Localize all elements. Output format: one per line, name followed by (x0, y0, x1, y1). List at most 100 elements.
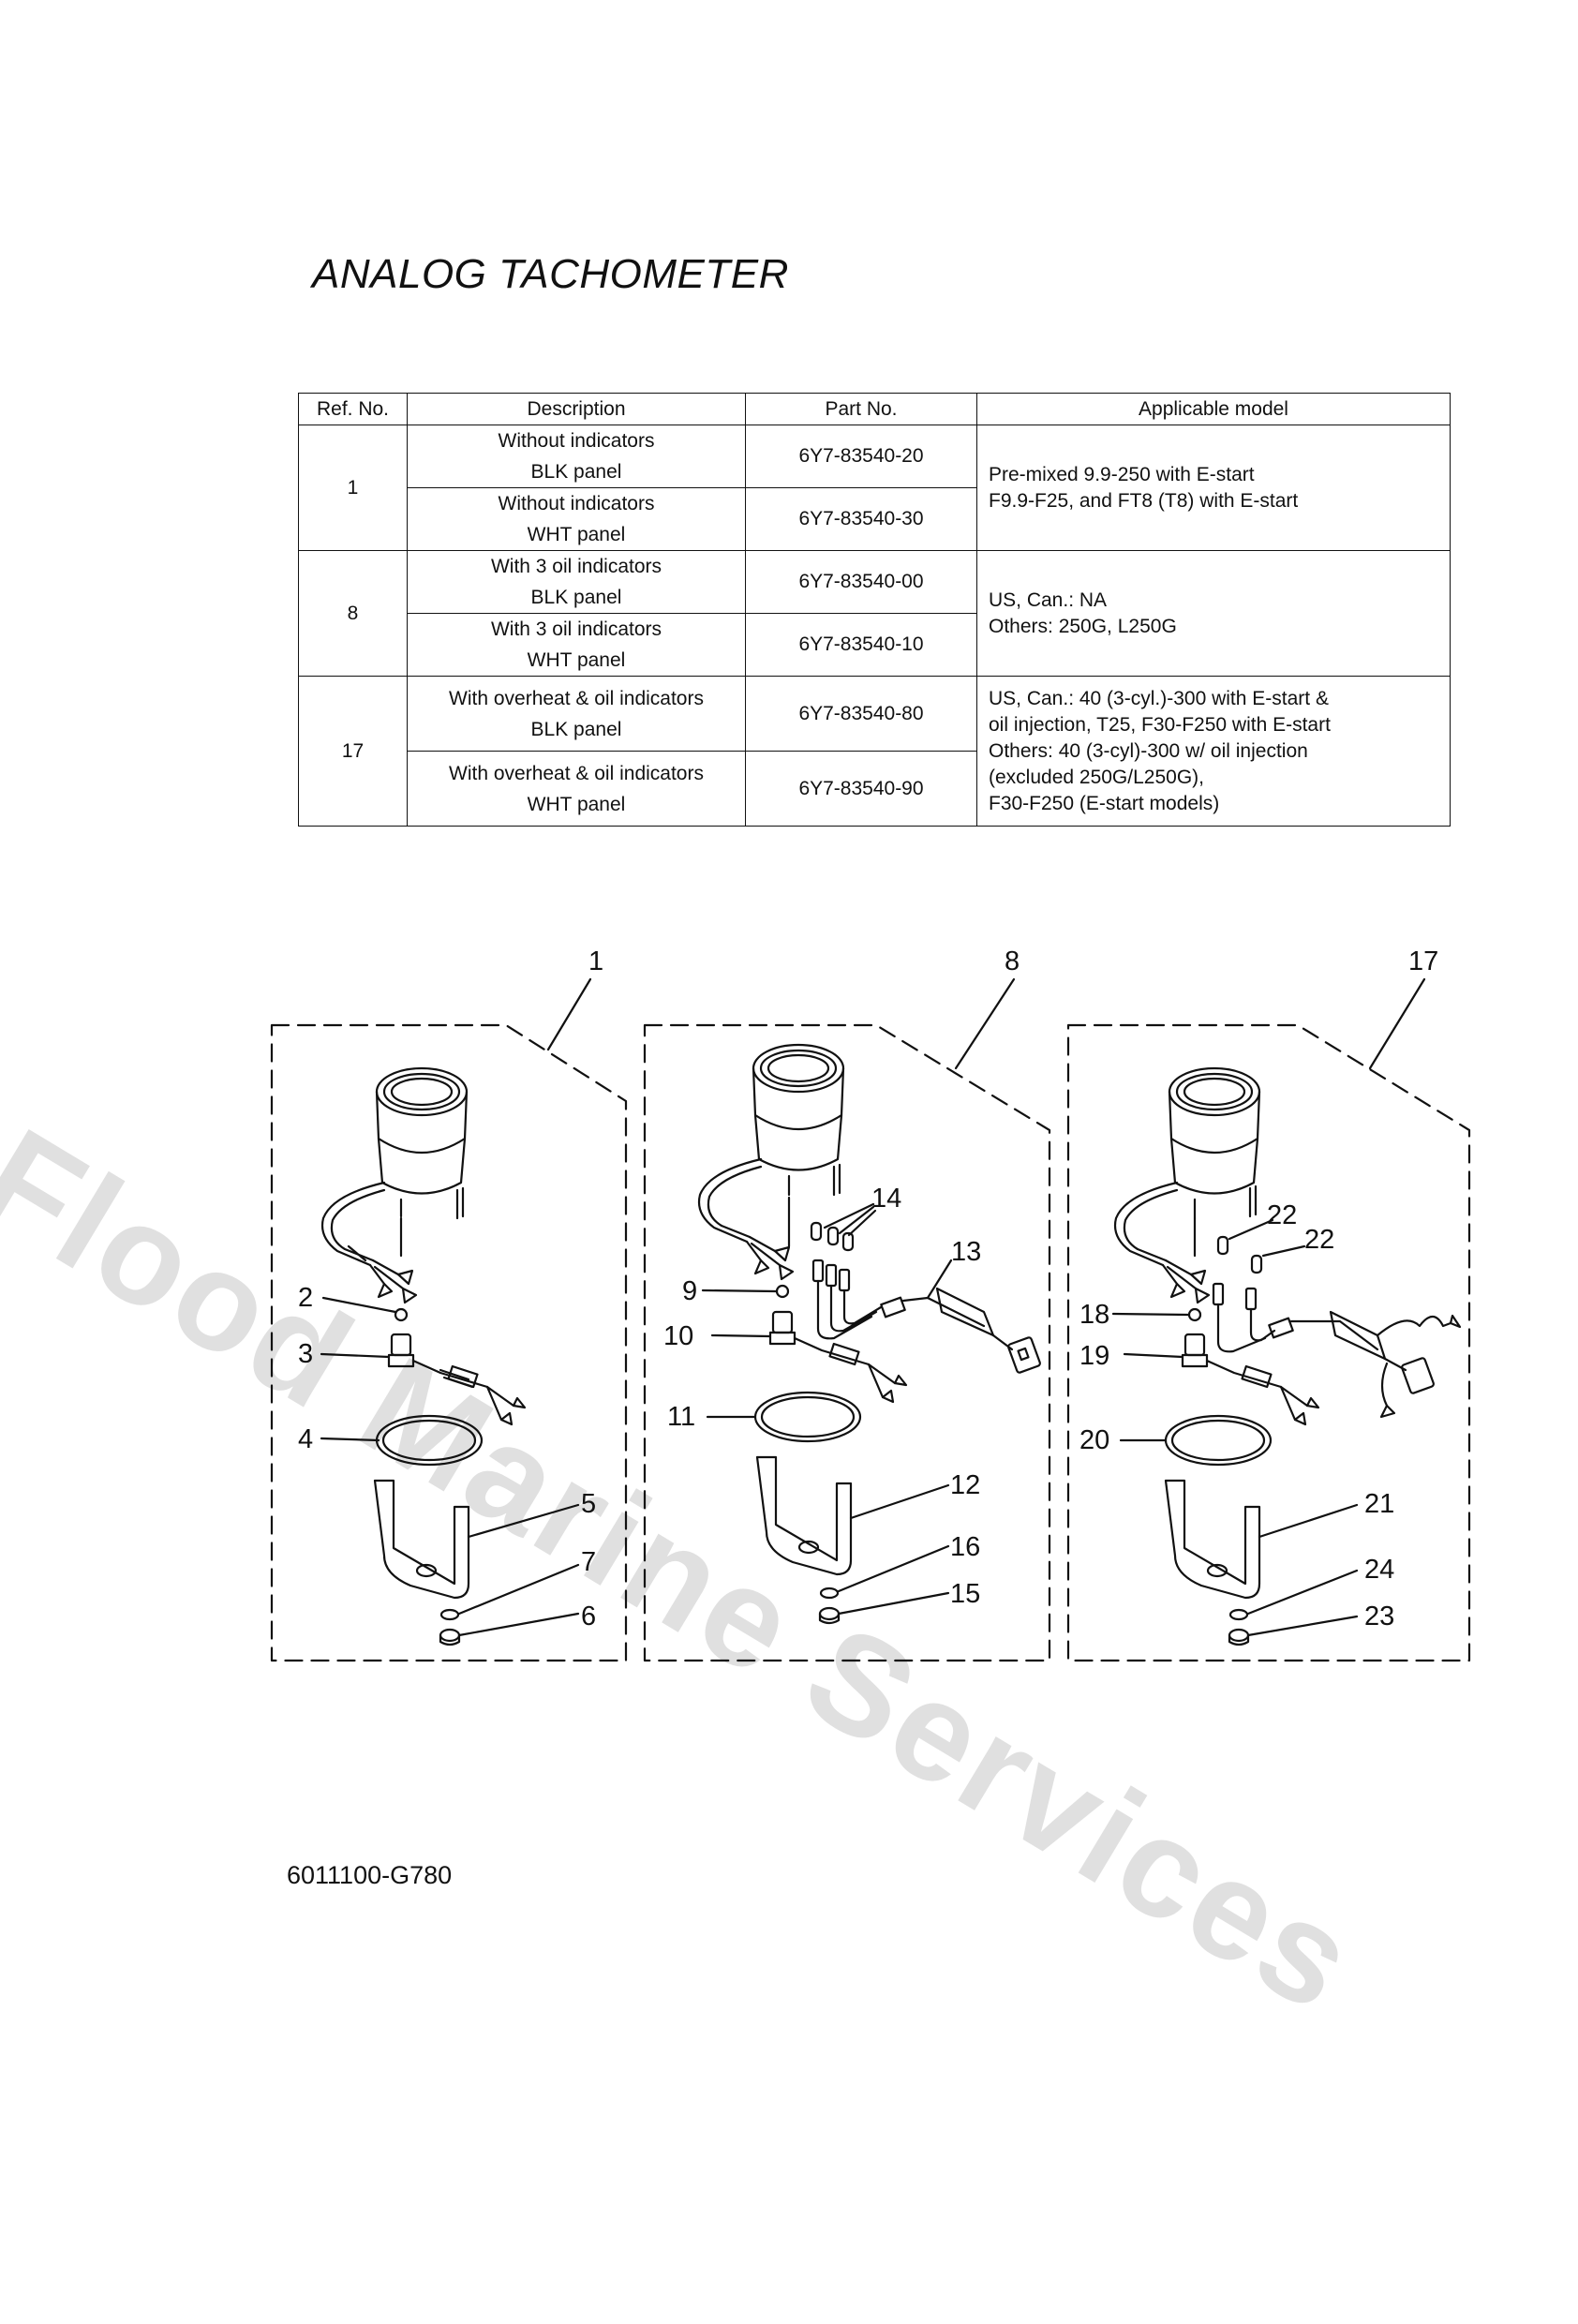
ref-no-cell: 17 (298, 676, 408, 827)
washer-7 (439, 1608, 460, 1621)
callout-label: 13 (951, 1237, 981, 1267)
description-line: With overheat & oil indicators (449, 762, 704, 784)
o-ring-11 (753, 1391, 862, 1443)
header-description: Description (407, 393, 746, 425)
assembly-ref-label: 8 (1005, 946, 1020, 976)
tachometer-gauge (1168, 1066, 1261, 1220)
callout-label: 7 (581, 1547, 596, 1577)
part-no-cell: 6Y7-83540-10 (745, 613, 977, 677)
assembly-boundary (1066, 1023, 1471, 1662)
description-line: BLK panel (530, 461, 622, 483)
tachometer-gauge (375, 1066, 469, 1220)
nut-15 (818, 1606, 841, 1625)
assembly-boundary (270, 1023, 628, 1662)
model-line: Others: 40 (3-cyl)-300 w/ oil injection (989, 739, 1308, 762)
page-title: ANALOG TACHOMETER (312, 251, 789, 297)
callouts: 2 3 4 5 7 6 (298, 1283, 596, 1637)
wiring-harness (320, 1181, 418, 1304)
callout-label: 19 (1079, 1341, 1109, 1371)
description-line: WHT panel (527, 793, 626, 815)
leader-line (1368, 977, 1426, 1070)
callout-label: 12 (950, 1470, 980, 1500)
bulb-18 (1187, 1307, 1202, 1322)
indicator-bulbs-14 (810, 1202, 877, 1252)
washer-24 (1228, 1608, 1249, 1621)
leader-line (546, 977, 592, 1051)
header-part-no: Part No. (745, 393, 977, 425)
description-line: With 3 oil indicators (490, 618, 662, 640)
callout-label: 2 (298, 1283, 313, 1313)
callouts: 22 22 18 19 20 21 24 23 (1079, 1200, 1394, 1637)
parts-table: Ref. No. Description Part No. Applicable… (298, 393, 1451, 827)
table-header-row: Ref. No. Description Part No. Applicable… (298, 393, 1451, 425)
assembly-17: 17 (1066, 946, 1471, 1662)
washer-16 (819, 1587, 840, 1600)
mounting-bracket-21 (1164, 1479, 1261, 1600)
model-line: F30-F250 (E-start models) (989, 792, 1220, 814)
model-line: oil injection, T25, F30-F250 with E-star… (989, 713, 1331, 736)
callout-label: 10 (663, 1321, 693, 1351)
callout-label: 14 (871, 1184, 901, 1214)
callout-label: 3 (298, 1339, 313, 1369)
part-no-cell: 6Y7-83540-90 (745, 751, 977, 827)
description-line: BLK panel (530, 718, 622, 740)
callout-label: 22 (1304, 1225, 1334, 1255)
part-no-cell: 6Y7-83540-00 (745, 550, 977, 614)
leader-line (954, 977, 1016, 1070)
callout-label: 11 (667, 1402, 695, 1432)
model-line: F9.9-F25, and FT8 (T8) with E-start (989, 489, 1299, 512)
indicator-bulbs-22 (1216, 1218, 1306, 1274)
description-line: Without indicators (498, 493, 655, 514)
model-line: Pre-mixed 9.9-250 with E-start (989, 463, 1255, 485)
ref-no-cell: 1 (298, 425, 408, 551)
part-no-cell: 6Y7-83540-80 (745, 676, 977, 752)
description-line: With 3 oil indicators (490, 556, 662, 577)
ref-no-cell: 8 (298, 550, 408, 677)
o-ring-20 (1164, 1414, 1273, 1467)
callouts: 14 13 9 10 11 12 16 15 (663, 1184, 981, 1616)
callout-label: 5 (581, 1489, 596, 1519)
model-line: US, Can.: 40 (3-cyl.)-300 with E-start & (989, 687, 1329, 709)
assembly-8: 8 (643, 946, 1051, 1662)
header-ref-no: Ref. No. (298, 393, 408, 425)
bulb-socket-19 (1181, 1333, 1320, 1426)
assembly-1: 1 (270, 946, 628, 1662)
mounting-bracket-5 (373, 1479, 470, 1600)
applicable-model-cell: US, Can.: 40 (3-cyl.)-300 with E-start &… (976, 676, 1451, 827)
callout-label: 21 (1364, 1489, 1394, 1519)
callout-label: 6 (581, 1601, 596, 1631)
callout-label: 22 (1267, 1200, 1297, 1230)
callout-label: 9 (682, 1276, 697, 1306)
bulb-9 (775, 1284, 790, 1299)
diagram-code: 6011100-G780 (287, 1861, 453, 1889)
nut-23 (1228, 1628, 1250, 1646)
description-line: WHT panel (527, 649, 626, 671)
callout-label: 15 (950, 1579, 980, 1609)
part-no-cell: 6Y7-83540-20 (745, 425, 977, 488)
mounting-bracket-12 (755, 1455, 853, 1576)
assembly-boundary (643, 1023, 1051, 1662)
callout-label: 16 (950, 1532, 980, 1562)
bulb-2 (394, 1307, 409, 1322)
callout-label: 18 (1079, 1300, 1109, 1330)
callout-label: 24 (1364, 1555, 1394, 1585)
assembly-ref-label: 17 (1408, 946, 1438, 976)
model-line: US, Can.: NA (989, 588, 1108, 611)
wiring-harness (697, 1157, 795, 1281)
part-no-cell: 6Y7-83540-30 (745, 487, 977, 551)
wiring-harness (1113, 1181, 1211, 1304)
nut-6 (439, 1628, 461, 1646)
model-line: (excluded 250G/L250G), (989, 766, 1204, 788)
